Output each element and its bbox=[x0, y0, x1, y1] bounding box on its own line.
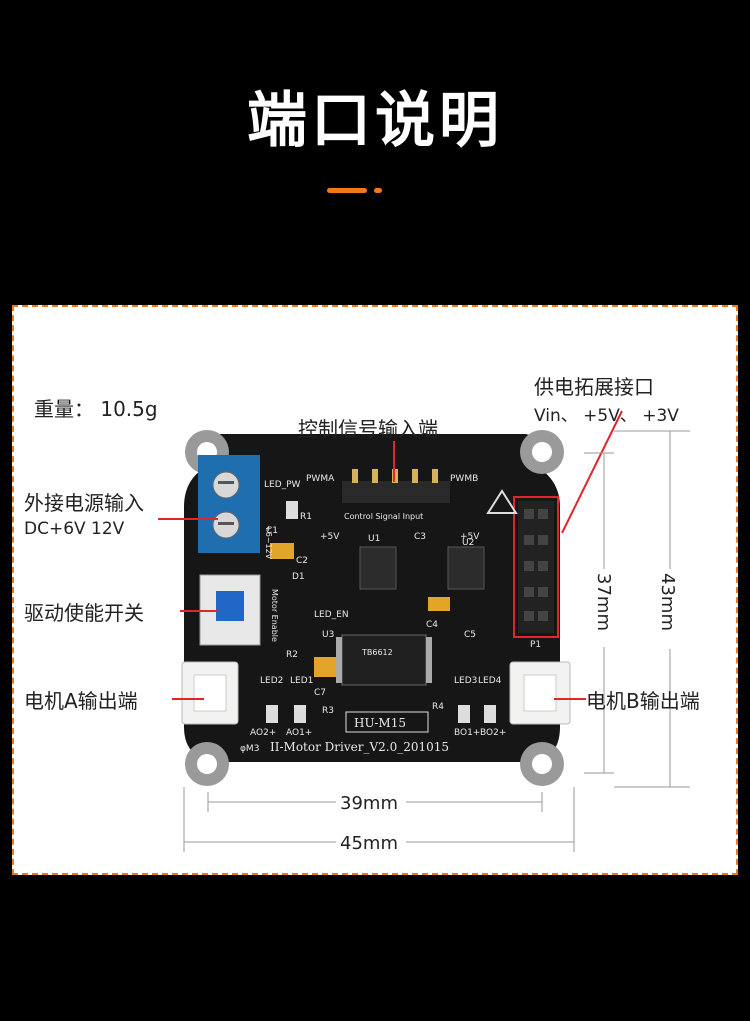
silk-r4: R4 bbox=[432, 702, 444, 712]
esd-warning-icon bbox=[486, 489, 518, 514]
dim-39mm-label: 39mm bbox=[340, 793, 398, 814]
silk-led4: LED4 bbox=[478, 676, 502, 686]
driver-ic bbox=[336, 634, 432, 686]
board-diagram: PWMA PWMB Control Signal Input +5V +5V U… bbox=[158, 410, 690, 855]
silk-r3: R3 bbox=[322, 706, 334, 716]
silk-model: HU-M15 bbox=[354, 716, 406, 730]
power-expansion-header bbox=[513, 496, 559, 638]
silk-m3: φM3 bbox=[240, 744, 259, 754]
led bbox=[266, 705, 278, 723]
silk-ic: TB6612 bbox=[361, 648, 393, 657]
dim-37mm-label: 37mm bbox=[593, 573, 614, 631]
silk-led-en: LED_EN bbox=[314, 610, 349, 620]
silk-power-range: +6~12V bbox=[264, 525, 273, 560]
regulator-u2 bbox=[447, 546, 485, 590]
silk-pwmb: PWMB bbox=[450, 474, 478, 484]
silk-ao2: AO2+ bbox=[250, 728, 276, 738]
dim-45mm-label: 45mm bbox=[340, 833, 398, 854]
led bbox=[294, 705, 306, 723]
page-title: 端口说明 bbox=[247, 86, 503, 156]
capacitor bbox=[428, 597, 450, 611]
silk-c1: C1 bbox=[266, 526, 278, 536]
title-accent-bar bbox=[327, 188, 367, 193]
silk-r2: R2 bbox=[286, 650, 298, 660]
power-terminal-block bbox=[198, 455, 260, 553]
capacitor bbox=[314, 657, 336, 677]
silk-plus5v: +5V bbox=[320, 532, 340, 542]
silk-ao1: AO1+ bbox=[286, 728, 312, 738]
external-power-range: DC+6V 12V bbox=[24, 519, 125, 539]
silk-c3: C3 bbox=[414, 532, 426, 542]
power-expansion-pins: Vin、 +5V、 +3V bbox=[534, 406, 679, 426]
callout-power-ext bbox=[561, 410, 623, 534]
silk-led1: LED1 bbox=[290, 676, 313, 686]
mounting-hole bbox=[520, 742, 564, 786]
silk-u1: U1 bbox=[368, 534, 380, 544]
silk-pwma: PWMA bbox=[306, 474, 335, 484]
pcb-board bbox=[184, 434, 560, 762]
motor-b-label: 电机B输出端 bbox=[586, 689, 700, 713]
power-expansion-title: 供电拓展接口 bbox=[534, 375, 654, 399]
silk-c4: C4 bbox=[426, 620, 438, 630]
external-power-title: 外接电源输入 bbox=[24, 491, 144, 515]
led bbox=[286, 501, 298, 519]
silk-p1: P1 bbox=[530, 640, 541, 650]
led bbox=[458, 705, 470, 723]
dim-43mm-label: 43mm bbox=[657, 573, 678, 631]
silk-bo2: BO2+ bbox=[480, 728, 506, 738]
regulator-u1 bbox=[359, 546, 397, 590]
silk-plus5v: +5V bbox=[460, 532, 480, 542]
motor-a-connector bbox=[181, 661, 239, 725]
silk-u2: U2 bbox=[462, 538, 474, 548]
control-signal-label: 控制信号输入端 bbox=[298, 417, 438, 441]
silk-motor-enable: Motor Enable bbox=[270, 589, 279, 642]
mounting-hole bbox=[185, 742, 229, 786]
mounting-hole bbox=[520, 430, 564, 474]
title-accent-dot bbox=[374, 188, 382, 193]
drive-enable-label: 驱动使能开关 bbox=[24, 601, 144, 625]
silk-bo1: BO1+ bbox=[454, 728, 480, 738]
silk-c2: C2 bbox=[296, 556, 308, 566]
silk-led2: LED2 bbox=[260, 676, 283, 686]
weight-label: 重量： 10.5g bbox=[34, 397, 158, 421]
motor-b-connector bbox=[509, 661, 571, 725]
silk-r1: R1 bbox=[300, 512, 312, 522]
model-label-box bbox=[345, 711, 429, 733]
led bbox=[484, 705, 496, 723]
motor-a-label: 电机A输出端 bbox=[24, 689, 138, 713]
silk-control-signal-input: Control Signal Input bbox=[344, 512, 423, 521]
silk-c5: C5 bbox=[464, 630, 476, 640]
port-description-panel: PWMA PWMB Control Signal Input +5V +5V U… bbox=[12, 305, 738, 875]
silk-d1: D1 bbox=[292, 572, 305, 582]
capacitor bbox=[270, 543, 294, 559]
silk-u3: U3 bbox=[322, 630, 334, 640]
silk-c7: C7 bbox=[314, 688, 326, 698]
silk-led-pw: LED_PW bbox=[264, 480, 301, 490]
silk-board-name: II-Motor Driver_V2.0_201015 bbox=[270, 740, 449, 754]
silk-led3: LED3 bbox=[454, 676, 477, 686]
